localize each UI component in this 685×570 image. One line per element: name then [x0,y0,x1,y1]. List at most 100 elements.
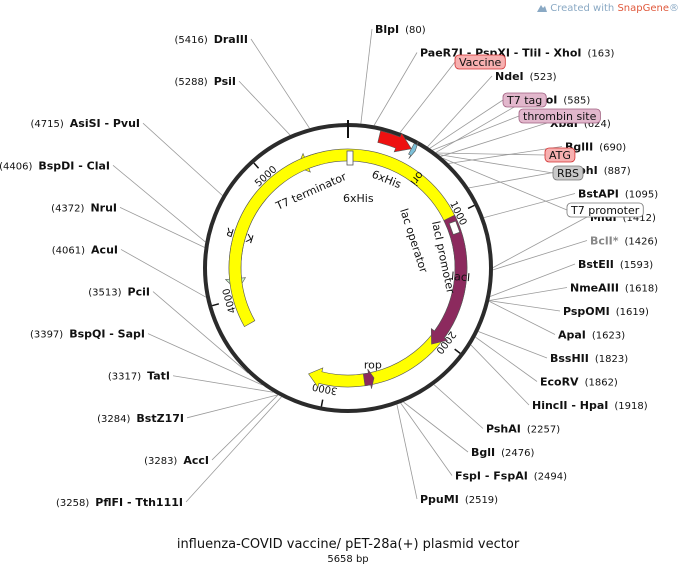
tick-3000 [320,399,324,407]
site-num-sphi: (887) [604,166,631,177]
feature-tag-leader-rbs [438,154,554,174]
site-num-ppumi: (2519) [465,495,498,506]
leader-xbai [440,122,548,157]
feature-label-laci: lacI [451,270,471,285]
site-pflfi-tth111i: PflFI - Tth111I(3258) [56,496,183,509]
site-blpi: BlpI(80) [375,23,426,36]
tick-4000 [211,303,220,307]
site-pspomi: PspOMI (1619) [563,305,649,318]
leader-pflfi-tth111i [185,396,282,503]
snapgene-watermark: Created with SnapGene® [537,3,679,14]
site-bspqi-sapi: BspQI - SapI(3397) [30,328,145,341]
site-num-bcli: (1426) [625,237,658,248]
site-name-bgli: BglI [471,446,495,459]
leader-bstapi [483,193,576,219]
feature-tag-box-t7-tag [502,92,547,108]
feature-tag-text-t7-promoter: T7 promoter [570,204,640,217]
feature-rop [362,368,375,389]
leader-nrui [119,207,205,248]
site-num-hincii-hpai: (1918) [614,401,647,412]
feature-tag-text-thrombin-site: thrombin site [523,110,597,123]
leader-draiii [250,38,310,129]
leader-ncoi [435,99,528,153]
site-bspdi-clai: BspDI - ClaI(4406) [0,159,110,172]
site-nrui: NruI(4372) [51,201,117,214]
feature-tag-t7-tag: T7 tag [502,92,547,108]
site-name-ppumi: PpuMI [420,493,459,506]
site-apai: ApaI(1623) [558,329,625,342]
site-ppumi: PpuMI (2519) [420,493,498,506]
leader-bsteii [490,263,576,297]
feature-vaccine [377,130,412,153]
site-num-apai: (1623) [592,331,625,342]
feature-tag-vaccine: Vaccine [454,54,506,70]
site-num-pshai: (2257) [527,425,560,436]
watermark-brand: SnapGene [617,3,669,14]
leader-apai [488,300,556,335]
site-pcii: PciI (3513) [88,286,150,299]
leader-acci [211,394,279,461]
feature-tag-text-atg: ATG [549,149,571,162]
site-num-psii: (5288) [174,77,207,88]
feature-tag-box-t7-promoter [566,202,644,218]
site-num-pspomi: (1619) [616,307,649,318]
site-asisi-pvui: AsiSI - PvuI(4715) [31,117,141,130]
site-nmeaiii: NmeAIII(1618) [570,282,658,295]
site-name-hincii-hpai: HincII - HpaI [532,399,608,412]
feature-tag-t7-promoter: T7 promoter [566,202,644,218]
site-name-pspomi: PspOMI [563,305,610,318]
leader-pshai [433,384,484,429]
site-name-ndei: NdeI [495,70,524,83]
leader-bstz17i [186,394,278,419]
feature-tag-text-t7-tag: T7 tag [506,94,542,107]
feature-tag-leader-atg [436,152,546,156]
site-name-asisi-pvui: AsiSI - PvuI [70,117,140,130]
leader-fspi-fspai [400,402,453,476]
site-num-paer7i-pspxi-tlii-xhoi: (163) [588,49,615,60]
feature-tag-rbs: RBS [552,165,584,181]
site-pshai: PshAI(2257) [486,423,560,436]
site-leader-lines [112,28,588,503]
feature-tag-text-rbs: RBS [557,167,579,180]
feature-marker-box-lac [448,220,461,236]
site-num-acci: (3283) [144,456,177,467]
site-name-bsshii: BssHII [550,352,589,365]
feature-tag-box-atg [544,147,576,163]
site-name-pcii: PciI [128,286,150,299]
site-tati: TatI(3317) [108,370,170,383]
site-num-pcii: (3513) [88,288,121,299]
feature-tag-thrombin-site: thrombin site [518,108,601,124]
site-psii: PsiI(5288) [174,75,236,88]
feature-tag-text-vaccine: Vaccine [459,56,502,69]
site-num-bsshii: (1823) [595,354,628,365]
tick-5000 [253,162,260,169]
lac-operator-label: lac operator [397,207,430,275]
restriction-sites-left: DraIII(5416)PsiI(5288)AsiSI - PvuI(4715)… [0,33,248,509]
leader-pcii [152,291,249,374]
feature-tag-box-vaccine [454,54,506,70]
site-num-bsteii: (1593) [620,260,653,271]
feature-marker-box [346,150,354,166]
site-num-pflfi-tth111i: (3258) [56,498,89,509]
site-name-acui: AcuI [91,243,118,256]
site-num-bspqi-sapi: (3397) [30,330,63,341]
site-name-blpi: BlpI [375,23,399,36]
his-label-left: 6xHis [343,192,374,205]
site-num-acui: (4061) [52,245,85,256]
feature-6xhis [408,141,419,159]
site-name-bstz17i: BstZ17I [136,412,184,425]
feature-arrows: f1 oriKanRorilacIrop [224,130,471,389]
leader-psii [238,80,291,136]
leader-ppumi [396,404,418,500]
plasmid-length: 5658 bp [327,554,368,565]
site-name-fspi-fspai: FspI - FspAI [455,470,528,483]
leader-acui [120,249,207,298]
feature-tag-box-thrombin-site [518,108,601,124]
site-acci: AccI(3283) [144,454,209,467]
site-num-bstapi: (1095) [625,190,658,201]
site-ecorv: EcoRV(1862) [540,376,618,389]
site-num-mlui: (1412) [623,213,656,224]
site-num-bstz17i: (3284) [97,414,130,425]
